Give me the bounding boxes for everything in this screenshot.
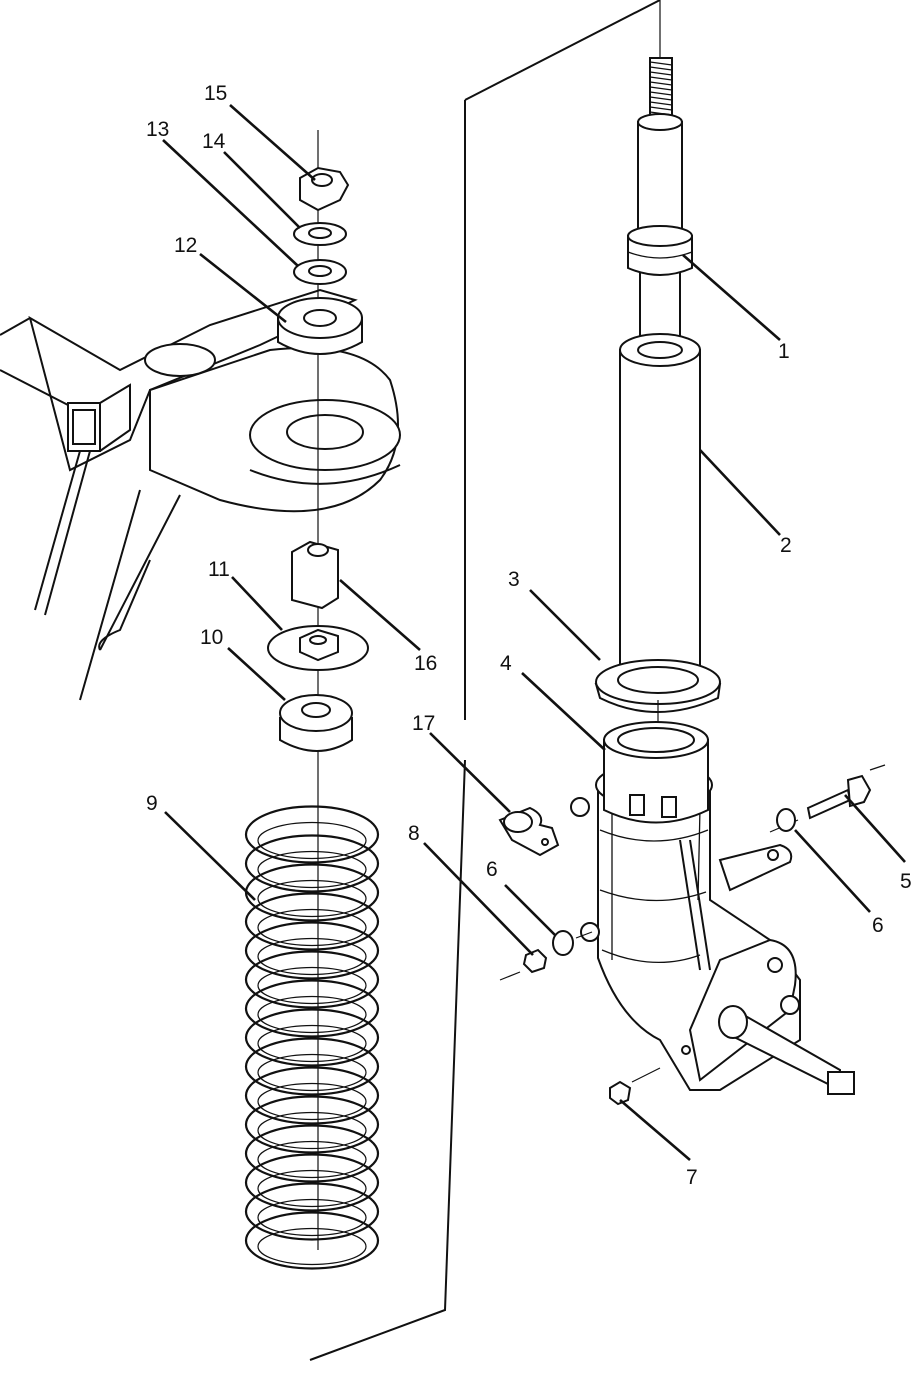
callout-2: 2 (780, 534, 792, 557)
part-2-strut-tube (619, 333, 701, 687)
spring-coil-inner (257, 908, 367, 947)
thread-line (649, 71, 673, 76)
spring-coil (244, 1153, 380, 1212)
spring-coil (244, 834, 380, 893)
spring-coil-inner (257, 1140, 367, 1179)
thread-line (649, 96, 673, 101)
strut-rod (637, 57, 683, 353)
thread-line (649, 61, 673, 66)
callout-6-left: 6 (486, 858, 498, 881)
callout-8: 8 (408, 822, 420, 845)
spring-coil-inner (257, 879, 367, 918)
spring-coil (244, 805, 380, 864)
spring-coil-inner (257, 1082, 367, 1121)
frame-boundary (309, 0, 661, 1361)
callout-1: 1 (778, 340, 790, 363)
spring-coil (244, 979, 380, 1038)
spring-coil-inner (257, 995, 367, 1034)
knuckle-nut-upper (570, 797, 590, 817)
part-10-bump-stop (279, 694, 353, 752)
part-4-strut-sleeve (603, 721, 709, 824)
callout-15: 14 (202, 130, 226, 153)
part-1-seal-ring (627, 225, 693, 276)
thread-line (649, 81, 673, 86)
part-15-washer (293, 222, 347, 246)
spring-coil-inner (257, 850, 367, 889)
frame-a-arm (0, 288, 401, 701)
thread-line (649, 91, 673, 96)
spring-coil (244, 921, 380, 980)
spring-coil-inner (257, 1198, 367, 1237)
leader-lines (162, 104, 906, 1161)
thread-line (649, 66, 673, 71)
thread-line (649, 86, 673, 91)
part-16-hex-nut (299, 166, 350, 212)
part-12-spacer-nut (291, 540, 339, 610)
thread-line (649, 76, 673, 81)
callout-4: 4 (500, 652, 512, 675)
spring-coil (244, 1066, 380, 1125)
spring-coil-inner (257, 1111, 367, 1150)
washer-axis (575, 931, 593, 939)
part-3-spring-seat (594, 659, 722, 713)
spring-coil (244, 1211, 380, 1270)
callout-6-right: 6 (872, 914, 884, 937)
callout-12: 16 (414, 652, 437, 675)
spring-coil (244, 1124, 380, 1183)
part-17-clip (498, 806, 560, 857)
callout-7: 7 (686, 1166, 698, 1189)
part-13-bushing (277, 297, 363, 355)
spring-coil (244, 950, 380, 1009)
thread-line (649, 101, 673, 106)
spring-coil (244, 1008, 380, 1067)
callout-16: 15 (204, 82, 227, 105)
spring-coil (244, 1037, 380, 1096)
thread-line (649, 106, 673, 111)
spring-coil (244, 1095, 380, 1154)
knuckle-nut-lower (580, 922, 600, 942)
spring-coil-inner (257, 937, 367, 976)
part-14-washer (293, 259, 347, 285)
spring-coil-inner (257, 1053, 367, 1092)
callout-9: 9 (146, 792, 158, 815)
callout-11: 11 (208, 558, 230, 581)
spring-coil-inner (257, 1169, 367, 1208)
spring-coil-inner (257, 966, 367, 1005)
part-11-cup-washer (267, 625, 369, 671)
callout-5: 5 (900, 870, 912, 893)
nut-axis (499, 971, 521, 981)
spring-coil-inner (257, 821, 367, 860)
callout-13: 12 (174, 234, 197, 257)
part-6-washer-right (776, 808, 796, 832)
spring-coil (244, 1182, 380, 1241)
part-7-bolt (609, 1067, 661, 1106)
part-5-bolt (769, 764, 886, 833)
part-9-coil-spring (244, 805, 380, 1270)
part-8-nut (522, 948, 548, 974)
spring-coil-inner (257, 1227, 367, 1266)
callout-14: 13 (146, 118, 169, 141)
callout-10: 10 (200, 626, 223, 649)
callout-3: 3 (508, 568, 520, 591)
callout-17: 17 (412, 712, 435, 735)
spring-coil (244, 892, 380, 951)
part-6-washer-left (552, 930, 574, 956)
callout-labels: 15 14 13 12 1 2 3 4 17 5 6 6 8 7 9 10 11… (146, 82, 912, 1189)
spring-coil-inner (257, 1024, 367, 1063)
